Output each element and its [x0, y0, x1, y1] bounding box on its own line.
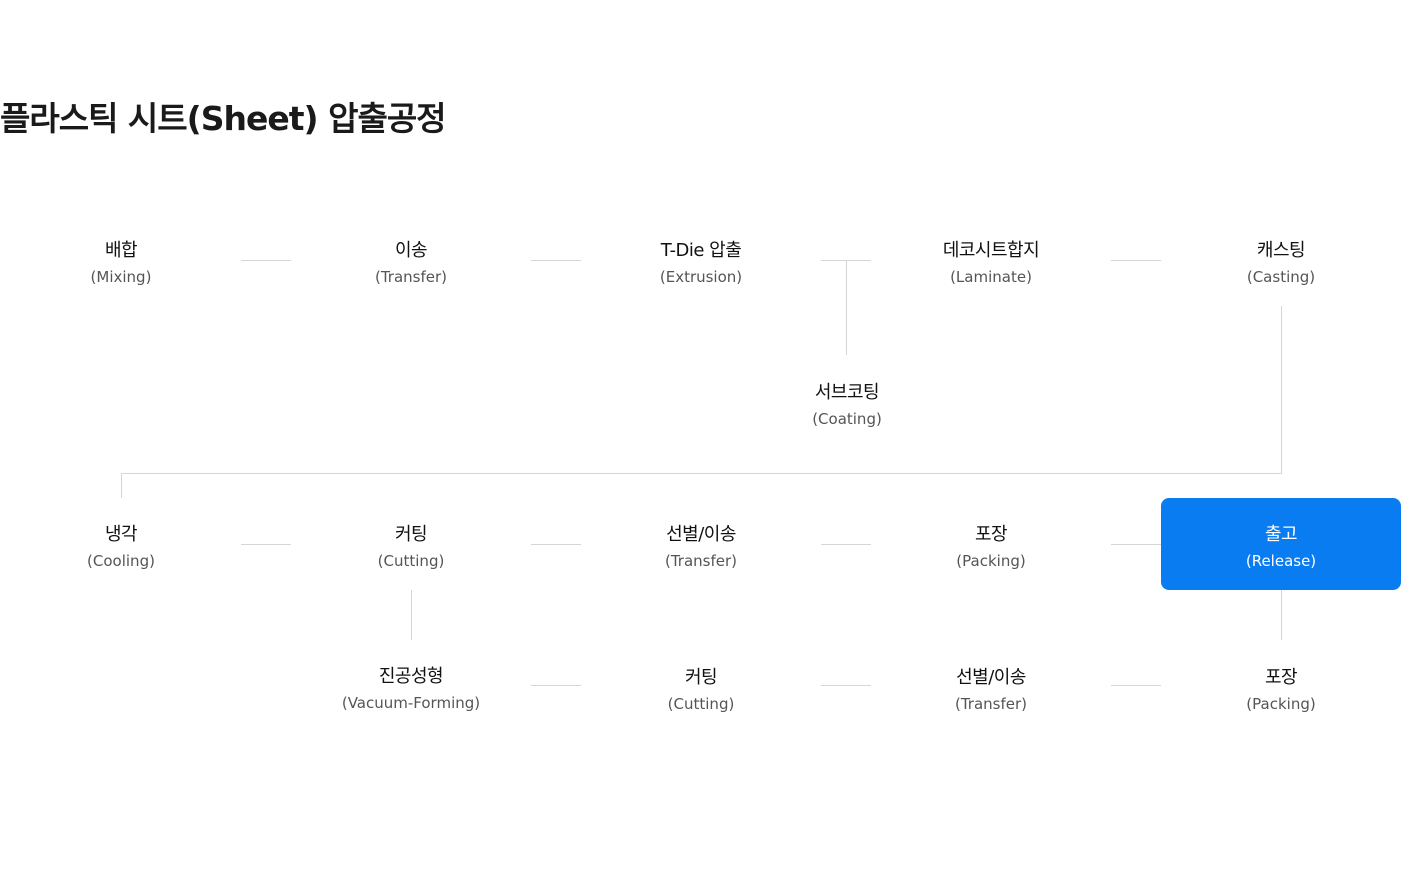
step-label-en: (Coating): [812, 410, 882, 428]
step-label-ko: 출고: [1264, 524, 1298, 545]
connector-casting-cooling: [121, 306, 1282, 498]
step-label-en: (Release): [1245, 552, 1317, 570]
step-label-ko: 커팅: [684, 667, 718, 688]
step-label-en: (Transfer): [374, 268, 448, 286]
step-label-ko: 포장: [1264, 667, 1298, 688]
step-label-ko: T-Die 압출: [660, 240, 742, 261]
step-label-ko: 진공성형: [378, 666, 444, 687]
step-label-ko: 캐스팅: [1256, 240, 1306, 261]
step-packing: 포장 (Packing): [871, 498, 1111, 590]
step-label-en: (Packing): [1246, 695, 1316, 713]
step-label-en: (Packing): [956, 552, 1026, 570]
step-label-ko: 이송: [394, 240, 428, 261]
step-packing-2: 포장 (Packing): [1161, 641, 1401, 733]
step-label-ko: 데코시트합지: [942, 240, 1040, 261]
step-label-ko: 커팅: [394, 524, 428, 545]
step-transfer: 이송 (Transfer): [291, 214, 531, 306]
step-sorting-transfer-2: 선별/이송 (Transfer): [871, 641, 1111, 733]
step-label-en: (Extrusion): [659, 268, 743, 286]
step-label-en: (Cutting): [377, 552, 445, 570]
step-mixing: 배합 (Mixing): [1, 214, 241, 306]
step-label-en: (Transfer): [954, 695, 1028, 713]
step-label-en: (Vacuum-Forming): [341, 694, 481, 712]
step-laminate: 데코시트합지 (Laminate): [871, 214, 1111, 306]
step-coating: 서브코팅 (Coating): [727, 356, 967, 448]
step-label-en: (Mixing): [90, 268, 152, 286]
step-label-ko: 선별/이송: [666, 524, 736, 545]
step-label-ko: 포장: [974, 524, 1008, 545]
step-label-ko: 배합: [104, 240, 138, 261]
step-cooling: 냉각 (Cooling): [1, 498, 241, 590]
step-extrusion: T-Die 압출 (Extrusion): [581, 214, 821, 306]
step-label-ko: 냉각: [104, 524, 138, 545]
step-release: 출고 (Release): [1161, 498, 1401, 590]
step-label-en: (Cutting): [667, 695, 735, 713]
step-label-en: (Casting): [1246, 268, 1316, 286]
step-casting: 캐스팅 (Casting): [1161, 214, 1401, 306]
step-vacuum-forming: 진공성형 (Vacuum-Forming): [291, 640, 531, 732]
step-cutting-2: 커팅 (Cutting): [581, 641, 821, 733]
step-label-en: (Laminate): [950, 268, 1032, 286]
step-cutting: 커팅 (Cutting): [291, 498, 531, 590]
step-label-ko: 서브코팅: [814, 382, 880, 403]
step-label-en: (Transfer): [664, 552, 738, 570]
step-label-en: (Cooling): [87, 552, 155, 570]
page-title: 플라스틱 시트(Sheet) 압출공정: [0, 99, 447, 138]
step-sorting-transfer: 선별/이송 (Transfer): [581, 498, 821, 590]
step-label-ko: 선별/이송: [956, 667, 1026, 688]
